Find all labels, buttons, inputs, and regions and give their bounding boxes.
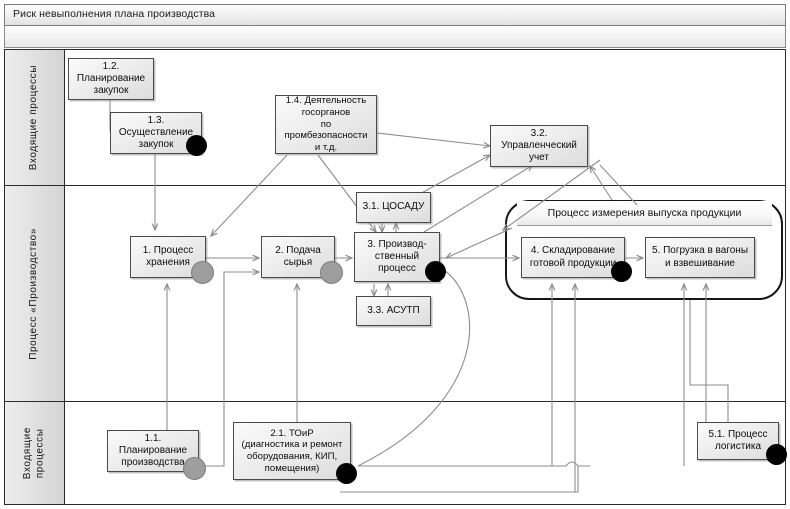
node-5-1-protsess-logistika[interactable]: 5.1. Процесс логистика bbox=[697, 422, 779, 460]
lane-label-production: Процесс «Производство» bbox=[28, 227, 40, 360]
risk-marker-black-4[interactable] bbox=[611, 261, 632, 282]
risk-marker-grey-1[interactable] bbox=[191, 261, 214, 284]
lane-header-incoming-top: Входящие процессы bbox=[5, 50, 65, 185]
risk-marker-black-5-1[interactable] bbox=[766, 444, 787, 465]
risk-marker-black-1-3[interactable] bbox=[186, 135, 207, 156]
lane-divider-1 bbox=[4, 185, 786, 186]
risk-marker-black-3[interactable] bbox=[425, 261, 446, 282]
lane-header-production: Процесс «Производство» bbox=[5, 186, 65, 401]
node-2-1-toir[interactable]: 2.1. ТОиР (диагностика и ремонт оборудов… bbox=[233, 422, 351, 480]
swimlane-frame bbox=[4, 49, 786, 505]
page-title: Риск невыполнения плана производства bbox=[13, 8, 216, 20]
lane-divider-2 bbox=[4, 401, 786, 402]
window-title-bar: Риск невыполнения плана производства bbox=[4, 4, 786, 26]
lane-header-incoming-bottom: Входящие процессы bbox=[5, 402, 65, 504]
node-3-1-cosadu[interactable]: 3.1. ЦОСАДУ bbox=[356, 192, 431, 223]
risk-marker-grey-1-1[interactable] bbox=[183, 457, 206, 480]
node-5-pogruzka-v-vagony[interactable]: 5. Погрузка в вагоны и взвешивание bbox=[645, 237, 755, 278]
lane-label-incoming-bottom: Входящие процессы bbox=[22, 426, 46, 480]
node-1-3-osuschestvlenie-zakupok[interactable]: 1.3. Осуществление закупок bbox=[110, 112, 202, 154]
node-4-skladirovanie-gotovoy-produktsii[interactable]: 4. Складирование готовой продукции bbox=[521, 237, 625, 278]
node-3-2-upravlencheskiy-uchet[interactable]: 3.2. Управленческий учет bbox=[490, 125, 588, 167]
node-1-4-deyatelnost-gosorganov[interactable]: 1.4. Деятельность госорганов по промбезо… bbox=[275, 95, 377, 154]
node-3-3-asutp[interactable]: 3.3. АСУТП bbox=[356, 296, 431, 326]
risk-marker-grey-2[interactable] bbox=[320, 261, 343, 284]
lane-label-incoming-top: Входящие процессы bbox=[28, 64, 40, 171]
risk-marker-black-2-1[interactable] bbox=[336, 463, 357, 484]
node-1-2-planirovanie-zakupok[interactable]: 1.2. Планирование закупок bbox=[68, 58, 154, 100]
group-measurement-title: Процесс измерения выпуска продукции bbox=[517, 201, 772, 226]
secondary-toolbar bbox=[4, 26, 786, 48]
